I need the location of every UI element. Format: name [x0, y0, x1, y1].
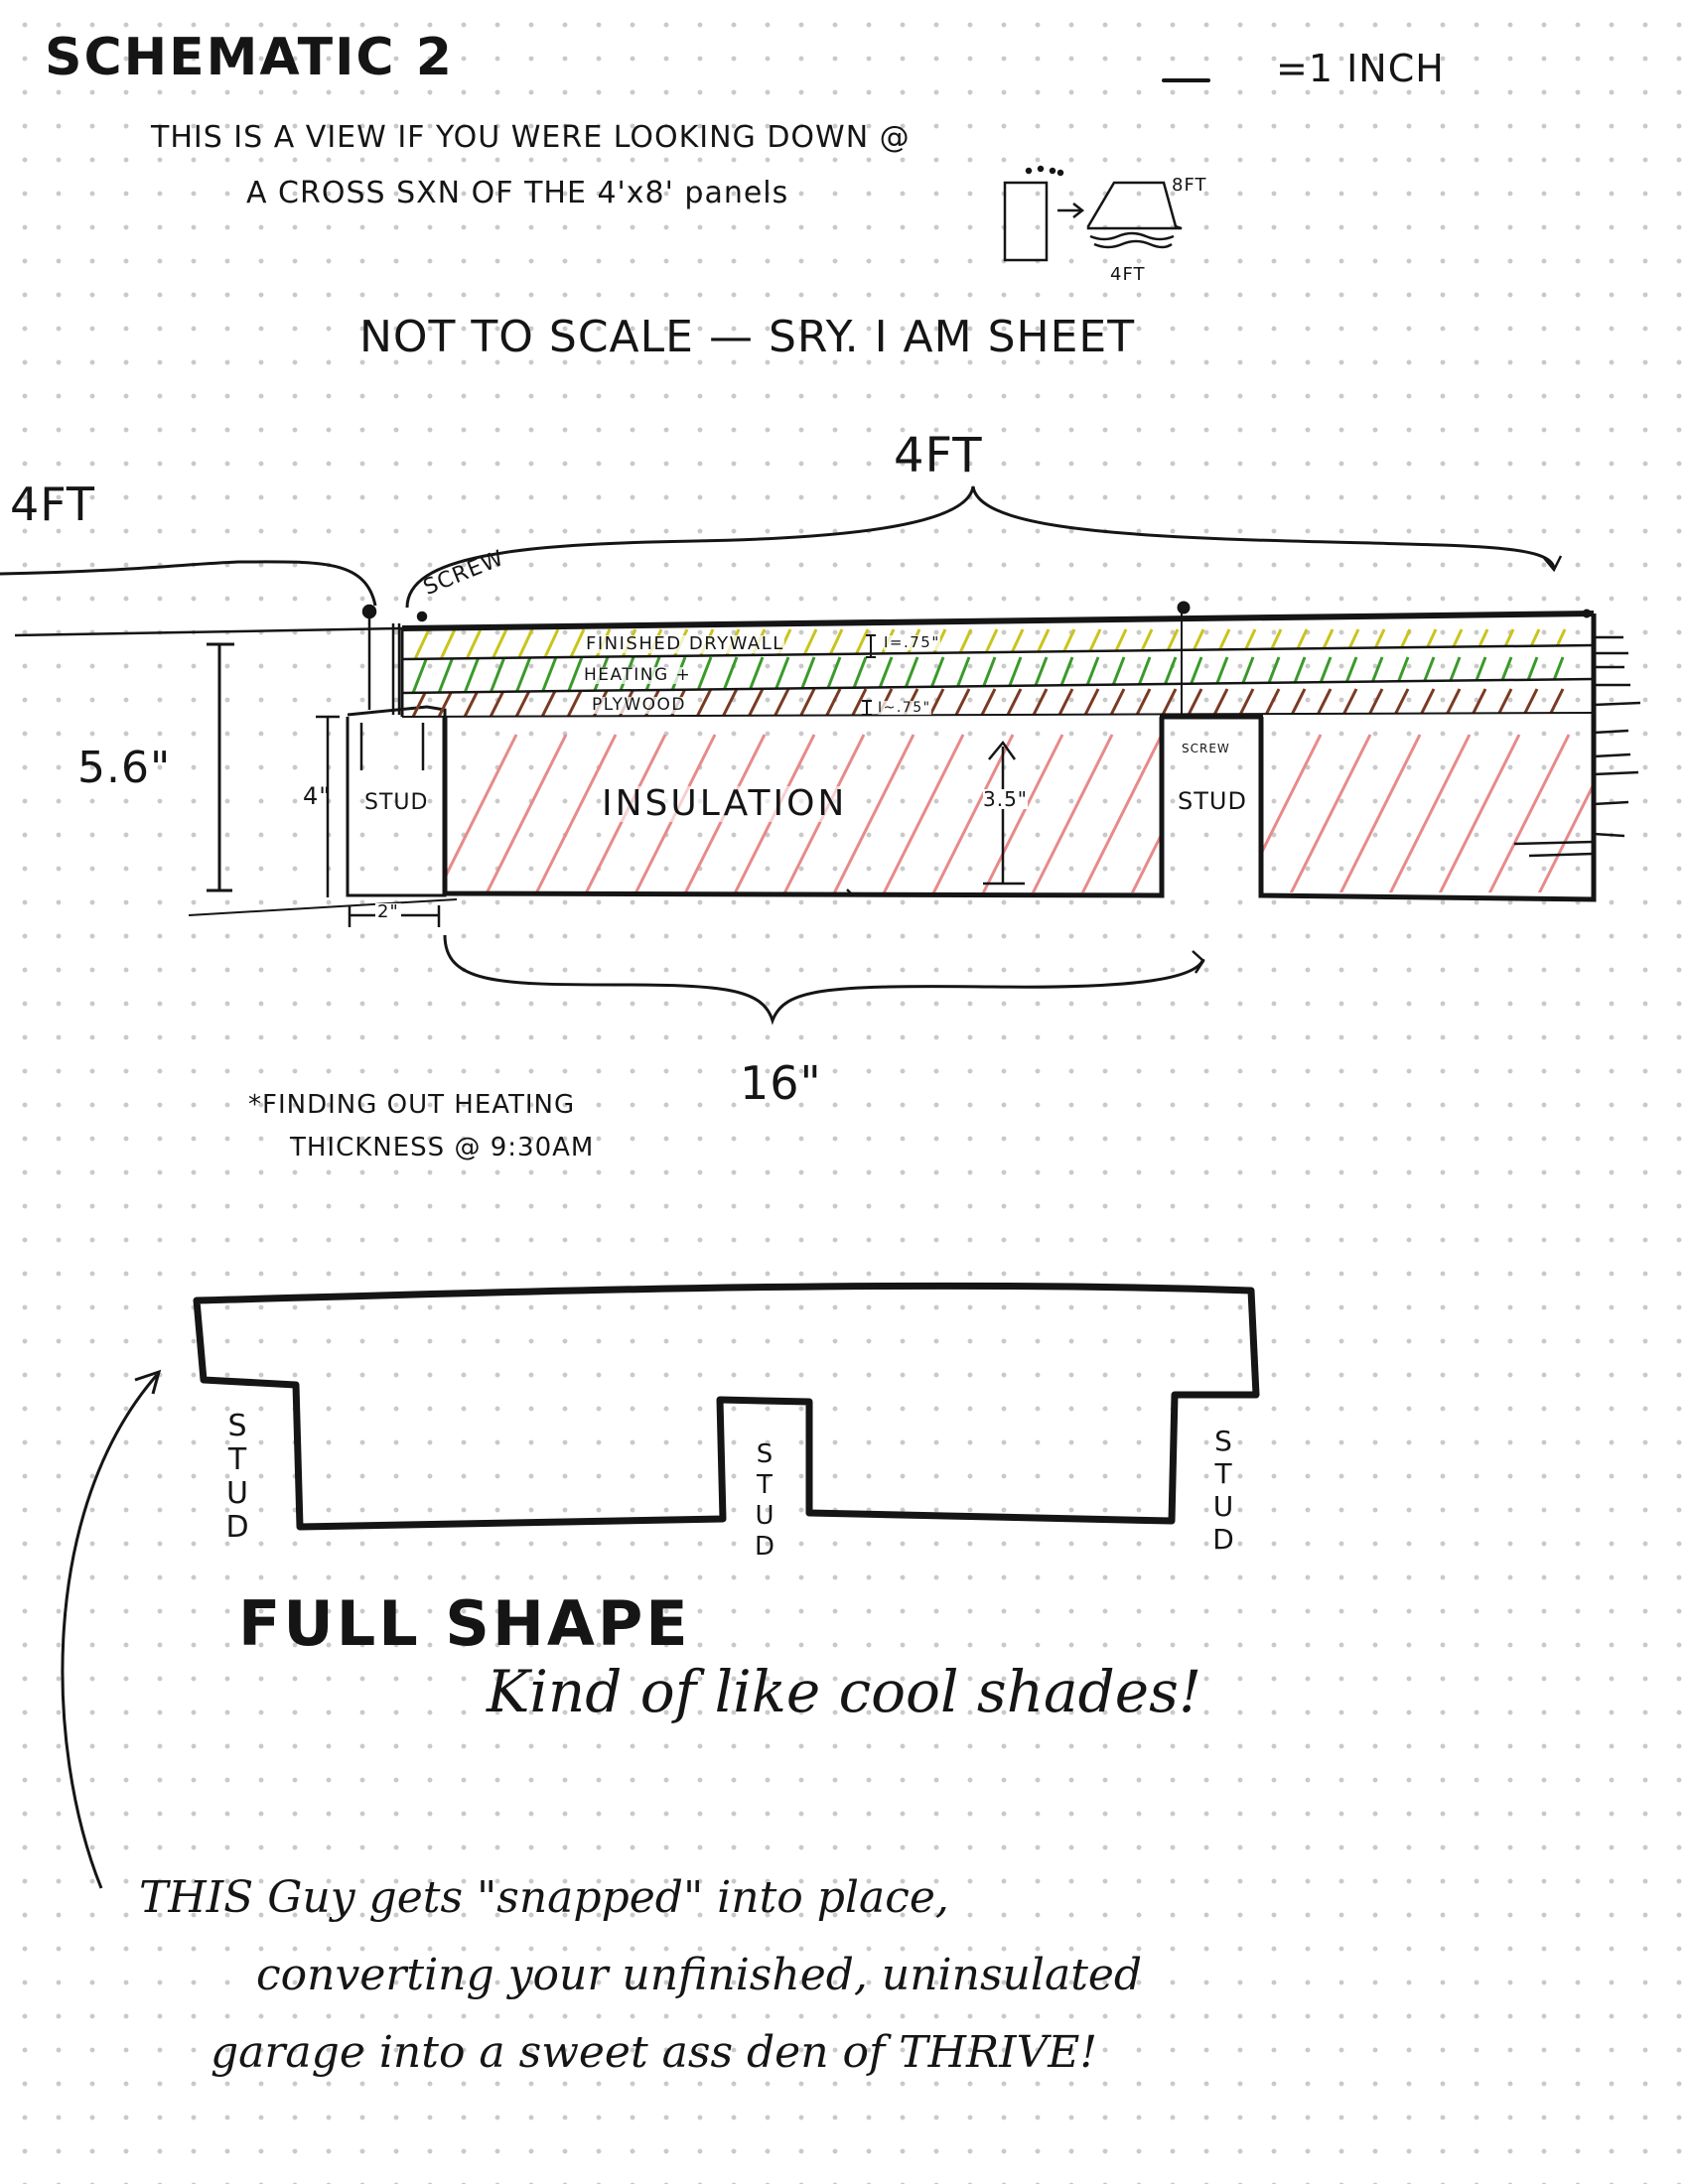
description-line-1: THIS IS A VIEW IF YOU WERE LOOKING DOWN … — [151, 120, 911, 155]
drywall-layer-label: FINISHED DRYWALL — [586, 633, 784, 654]
top-width-brace — [405, 485, 1556, 609]
mini-panel — [1003, 181, 1049, 262]
caption-line-3: garage into a sweet ass den of THRIVE! — [211, 2027, 1098, 2078]
mini-diagram-height-label: 8FT — [1172, 175, 1207, 196]
heating-layer-label: HEATING + — [584, 665, 692, 685]
drywall-thickness-label: I=.75" — [884, 633, 940, 651]
total-height-label: 5.6" — [77, 743, 172, 793]
drywall-thickness-bracket — [866, 634, 876, 658]
snap-arrow — [61, 1374, 159, 1889]
stud-height-label: 4" — [303, 782, 332, 810]
left-width-dimension: 4FT — [10, 478, 96, 531]
full-shape-outline — [193, 1282, 1260, 1531]
plywood-layer-label: PLYWOOD — [592, 695, 687, 715]
mini-diagram-width-label: 4FT — [1110, 264, 1146, 285]
description-line-2: A CROSS SXN OF THE 4'x8' panels — [246, 176, 789, 210]
scale-note: NOT TO SCALE — SRY. I AM SHEET — [359, 312, 1136, 362]
full-shape-subtitle: Kind of like cool shades! — [487, 1658, 1202, 1725]
full-shape-title: FULL SHAPE — [238, 1587, 691, 1660]
stud-right — [1177, 601, 1191, 717]
stud-width-label: 2" — [375, 901, 401, 922]
screw-left — [361, 604, 428, 715]
right-edge-marks — [1513, 635, 1641, 858]
mini-panel-diagram — [1003, 165, 1183, 262]
caption-line-2: converting your unfinished, uninsulated — [256, 1950, 1143, 2000]
plywood-thickness-bracket — [862, 700, 872, 716]
stud-spacing-brace — [443, 934, 1205, 1025]
stud-spacing-label: 16" — [740, 1056, 822, 1110]
insulation-depth-label: 3.5" — [983, 787, 1029, 811]
stud-label-left: STUD — [364, 790, 429, 815]
stud-label-right: STUD — [1178, 787, 1247, 815]
stud-screw-label: SCREW — [1182, 742, 1230, 755]
plywood-thickness-label: I~.75" — [878, 700, 931, 716]
page-title: SCHEMATIC 2 — [45, 28, 454, 87]
panel-outline — [400, 609, 1597, 902]
stud-height-dimension — [316, 715, 340, 897]
reference-line-top — [14, 626, 403, 637]
height-dimension — [207, 642, 234, 892]
heating-note-line-2: THICKNESS @ 9:30AM — [290, 1133, 595, 1162]
insulation-depth-arrow — [846, 740, 1025, 894]
reference-line-bottom — [188, 898, 458, 916]
scale-legend: =1 INCH — [1276, 47, 1445, 90]
left-width-brace — [0, 560, 377, 607]
heating-note-line-1: *FINDING OUT HEATING — [248, 1090, 576, 1120]
mini-cross-section — [1086, 181, 1183, 230]
top-width-dimension: 4FT — [894, 428, 983, 483]
insulation-label: INSULATION — [602, 783, 848, 824]
caption-line-1: THIS Guy gets "snapped" into place, — [139, 1872, 949, 1923]
